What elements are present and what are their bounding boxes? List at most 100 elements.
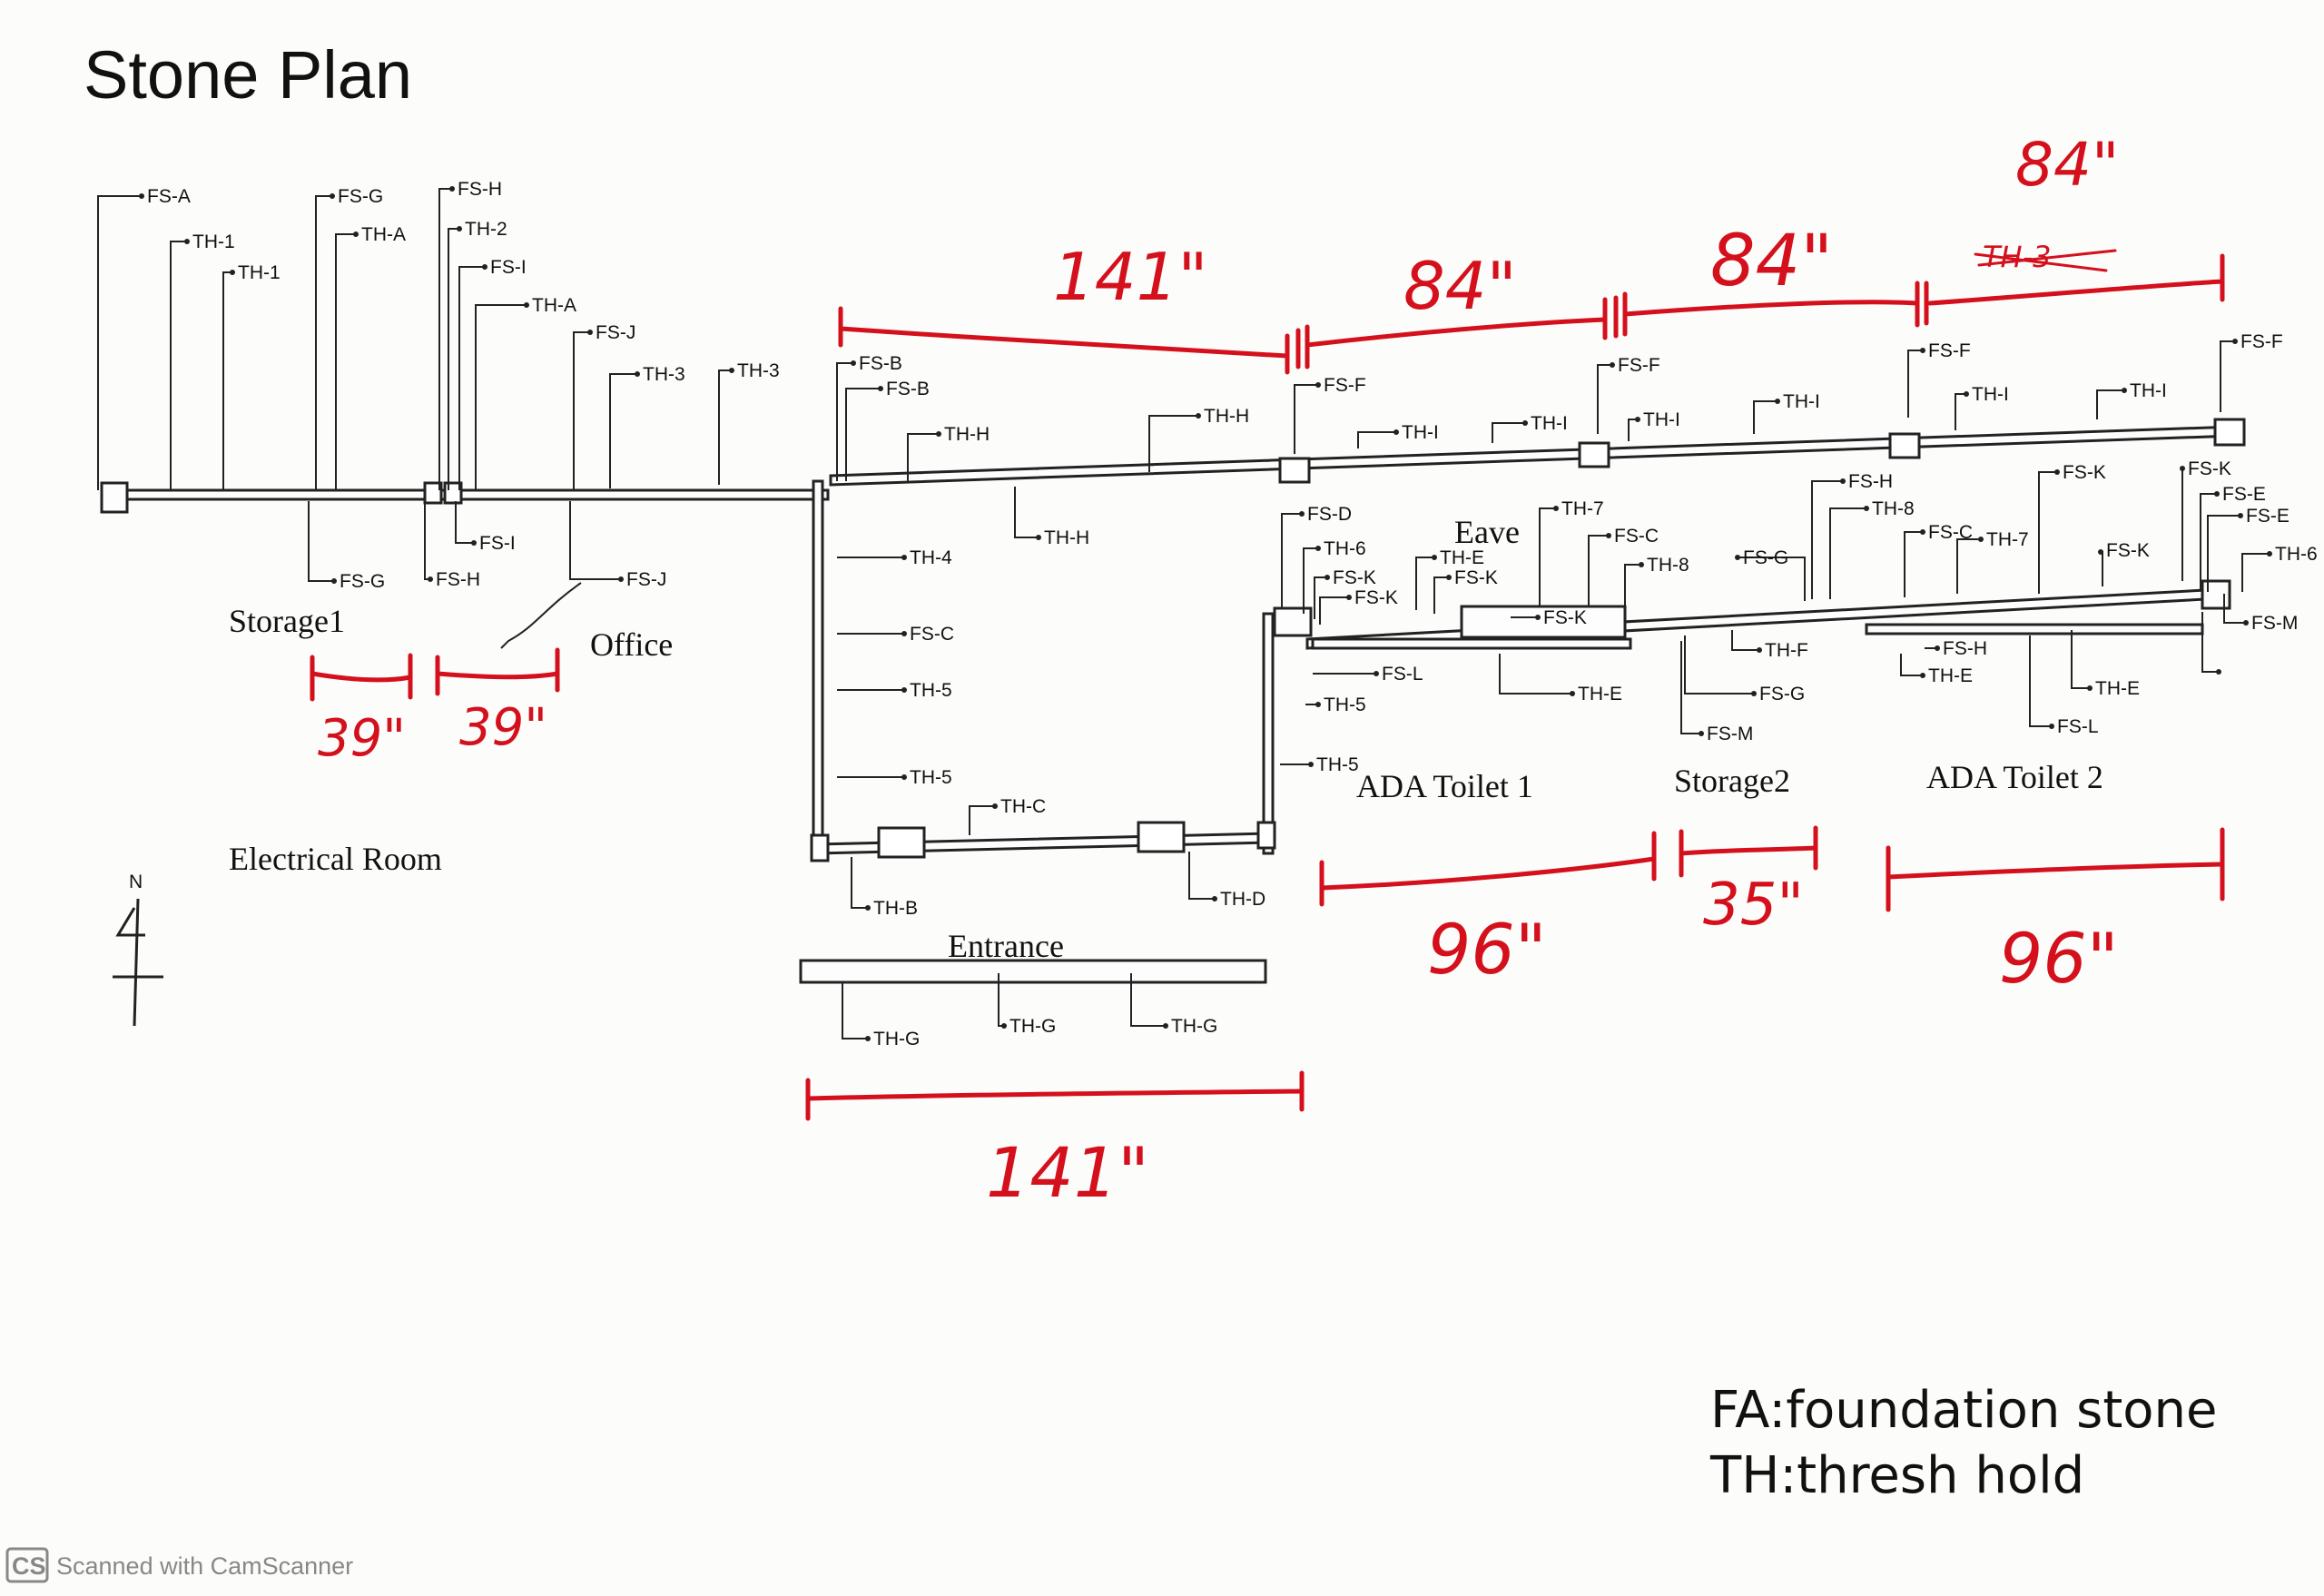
callout-dot: [1964, 391, 1969, 397]
callout-dot: [2122, 388, 2127, 393]
callout-label: FS-J: [626, 569, 666, 590]
dimension-141-top: 141": [838, 239, 1301, 375]
callout-label: TH-H: [1204, 406, 1249, 427]
callout-label: TH-3: [643, 364, 685, 385]
callout-leader: [1319, 596, 1347, 625]
callout-leader: [1829, 507, 1865, 599]
wall-entrance-east: [1262, 612, 1275, 855]
callout-dot: [587, 330, 593, 335]
callout-dot: [1212, 896, 1217, 901]
callout-leader: [458, 266, 483, 490]
office-door-swing: [500, 582, 582, 649]
callout-label: TH-A: [361, 224, 406, 245]
callout-leader: [1736, 557, 1806, 601]
block: [1256, 821, 1276, 850]
dimension-label: 84": [2015, 130, 2119, 200]
callout-dot: [428, 576, 433, 582]
dimension-label: 39": [318, 709, 406, 768]
legend-th: TH:thresh hold: [1709, 1446, 2084, 1505]
callout-leader: [845, 388, 879, 481]
callout-dot: [2267, 551, 2272, 557]
callout-label: FS-M: [2251, 613, 2298, 634]
callout-dot: [1036, 535, 1041, 540]
callout-label: TH-I: [1643, 409, 1680, 430]
callout-leader: [2096, 389, 2122, 419]
callout-dot: [901, 631, 907, 636]
callout-label: TH-I: [1972, 384, 2009, 405]
callout-dot: [1522, 420, 1528, 426]
callout-leader: [1433, 576, 1447, 614]
callout-dot: [1840, 478, 1846, 484]
block: [423, 481, 443, 505]
callout-dot: [1553, 506, 1559, 511]
block: [1888, 432, 1921, 459]
callout-label: FS-K: [1333, 567, 1376, 588]
callout-leader: [1130, 973, 1164, 1027]
callout-leaders: [97, 186, 2272, 1041]
callout-leader: [222, 271, 231, 490]
wall-wing-east: [2201, 579, 2231, 610]
callout-leader: [1314, 576, 1325, 619]
callout-dot: [1610, 362, 1615, 368]
callout-dot: [1315, 382, 1321, 388]
callout-leader: [1907, 350, 1921, 418]
callout-dot: [1699, 731, 1704, 736]
callout-label: TH-1: [192, 232, 235, 252]
callout-dot: [2180, 466, 2185, 471]
callout-dot: [1920, 348, 1925, 353]
callout-dot: [936, 431, 941, 437]
callout-label: TH-I: [1402, 422, 1439, 443]
callout-label: TH-5: [910, 680, 952, 701]
dimension-label: 96": [1999, 918, 2119, 999]
block: [1137, 821, 1186, 853]
callout-leader: [455, 501, 472, 544]
callout-leader: [308, 501, 332, 582]
callout-dot: [865, 905, 871, 911]
callout-dot: [635, 371, 640, 377]
callout-dot: [1570, 691, 1575, 696]
callout-label: TH-5: [910, 767, 952, 788]
callout-leader: [2201, 612, 2217, 673]
entrance-stone: [799, 959, 1267, 984]
callout-label: FS-E: [2246, 506, 2290, 527]
callout-dot: [1639, 562, 1644, 567]
wall-end-left: [100, 481, 129, 514]
callout-dot: [2214, 491, 2220, 497]
dimension-84-c: 84" TH-3: [1927, 130, 2225, 306]
callout-label: TH-6: [2275, 544, 2318, 565]
callout-dot: [1299, 511, 1305, 517]
callout-leader: [1684, 635, 1752, 695]
callout-label: TH-6: [1324, 538, 1366, 559]
callout-label: FS-K: [2106, 540, 2150, 561]
callout-dot: [1535, 615, 1541, 620]
callout-label: FS-G: [1743, 547, 1788, 568]
callout-leader: [2071, 630, 2088, 689]
callout-dot: [2243, 620, 2249, 626]
block: [1578, 441, 1610, 468]
callout-label: FS-L: [2057, 716, 2099, 737]
callout-label: TH-E: [1440, 547, 1484, 568]
callout-leader: [842, 982, 866, 1039]
callout-leader: [1811, 480, 1841, 599]
callout-leader: [573, 331, 588, 490]
callout-dot: [1001, 1023, 1007, 1029]
callout-leader: [335, 233, 354, 490]
callout-dot: [184, 239, 190, 244]
callout-label: FS-F: [1928, 340, 1971, 361]
callout-dot: [449, 186, 455, 192]
callout-dot: [729, 368, 734, 373]
callout-dot: [901, 687, 907, 693]
callout-label: FS-K: [2188, 458, 2231, 479]
callout-label: TH-2: [465, 219, 507, 240]
north-label: N: [129, 872, 143, 892]
callout-dot: [1432, 555, 1437, 560]
dimension-label: 35": [1703, 872, 1804, 939]
wall-toilet1-south: [1311, 637, 1632, 650]
callout-label: FS-K: [1454, 567, 1498, 588]
callout-label: FS-A: [147, 186, 191, 207]
room-storage1: Storage1: [229, 603, 345, 639]
block: [877, 826, 926, 859]
callout-dot: [1635, 417, 1640, 422]
callout-leader: [1628, 419, 1636, 441]
